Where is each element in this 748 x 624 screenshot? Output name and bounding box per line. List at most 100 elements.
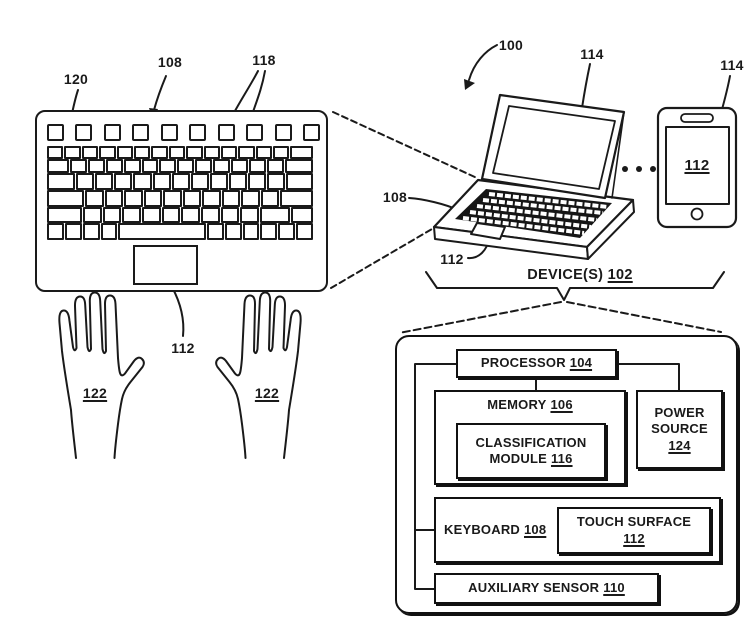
keyboard-key <box>76 173 95 190</box>
arrowhead-100 <box>464 79 475 90</box>
auxiliary-sensor-label: AUXILIARY SENSOR <box>468 580 600 596</box>
keyboard-key <box>248 173 267 190</box>
keyboard-key <box>220 207 240 223</box>
laptop-trackpad <box>470 222 506 240</box>
keyboard-key <box>64 223 82 240</box>
keyboard-key <box>47 223 64 240</box>
keyboard-key <box>284 159 313 173</box>
keyboard-key <box>81 146 99 159</box>
devices-label-text: DEVICE(S) <box>527 267 604 283</box>
block-touch-surface: TOUCH SURFACE 112 <box>557 507 711 554</box>
function-key <box>302 124 320 141</box>
keyboard-key <box>238 146 255 159</box>
keyboard-key <box>220 146 238 159</box>
laptop-key-row <box>469 210 592 229</box>
keyboard-key <box>102 207 122 223</box>
keyboard-key <box>278 223 296 240</box>
keyboard-key <box>100 223 118 240</box>
function-key <box>274 124 292 141</box>
keyboard-key <box>47 207 82 223</box>
keyboard-key <box>267 173 286 190</box>
leader-114-laptop <box>581 63 591 109</box>
keyboard-key <box>122 207 141 223</box>
keyboard-key <box>177 159 195 173</box>
keyboard-function-row <box>47 124 320 141</box>
keyboard-key <box>95 173 114 190</box>
phone-home-button <box>690 207 704 221</box>
keyboard-row <box>47 159 313 173</box>
keyboard-key <box>229 173 248 190</box>
keyboard-key <box>171 173 190 190</box>
function-key <box>217 124 235 141</box>
keyboard-key <box>296 223 313 240</box>
keyboard-key <box>181 207 200 223</box>
keyboard-key <box>159 159 177 173</box>
keyboard-key <box>190 173 209 190</box>
keyboard-key <box>182 190 202 207</box>
function-key <box>246 124 264 141</box>
laptop-lid-edge <box>611 111 625 199</box>
keyboard-key <box>104 190 124 207</box>
keyboard-key <box>161 207 181 223</box>
function-key <box>103 124 121 141</box>
keyboard-key <box>202 190 221 207</box>
keyboard-row <box>47 207 314 223</box>
keyboard-row <box>47 223 313 240</box>
keyboard-key <box>248 159 266 173</box>
touch-surface-line1: TOUCH SURFACE <box>576 514 692 530</box>
leader-112-keyboard <box>171 286 185 337</box>
label-114-phone: 114 <box>720 57 744 73</box>
hand-right-drawing <box>215 291 302 459</box>
ellipsis-dot <box>650 166 656 172</box>
keyboard-key <box>266 159 284 173</box>
keyboard-key <box>141 159 159 173</box>
device-block-outer-box <box>395 335 738 614</box>
keyboard-key <box>82 207 102 223</box>
power-line1: POWER <box>654 405 705 421</box>
processor-ref: 104 <box>569 355 593 371</box>
auxiliary-sensor-ref: 110 <box>603 580 625 596</box>
dashed-callout-bottom <box>330 228 433 289</box>
keyboard-key <box>260 223 278 240</box>
dashed-callout-top <box>332 111 478 179</box>
keyboard-key <box>230 159 248 173</box>
keyboard-key <box>203 146 220 159</box>
keyboard-key <box>99 146 116 159</box>
keyboard-key <box>279 190 313 207</box>
keyboard-key <box>47 146 64 159</box>
label-122-right-hand: 122 <box>254 385 280 401</box>
keyboard-key <box>152 173 171 190</box>
connector-bus <box>414 363 457 590</box>
keyboard-row <box>47 173 313 190</box>
keyboard-key <box>141 207 161 223</box>
label-122-left-hand: 122 <box>82 385 108 401</box>
label-100: 100 <box>498 37 524 53</box>
keyboard-main-keys <box>47 146 314 240</box>
keyboard-key <box>291 207 314 223</box>
dashed-brace-left <box>398 301 562 334</box>
label-112-phone-screen: 112 <box>684 157 710 174</box>
keyboard-key <box>82 223 100 240</box>
label-114-laptop: 114 <box>580 46 604 62</box>
keyboard-key <box>163 190 182 207</box>
keyboard-key <box>85 190 104 207</box>
function-key <box>160 124 178 141</box>
power-ref: 124 <box>668 437 691 453</box>
memory-label: MEMORY <box>487 397 547 412</box>
laptop-key-row <box>482 198 604 215</box>
keyboard-key <box>200 207 220 223</box>
function-key <box>47 124 64 141</box>
keyboard-label: KEYBOARD <box>444 521 520 537</box>
connector-processor-power <box>616 363 680 393</box>
keyboard-key <box>105 159 123 173</box>
block-power-source: POWER SOURCE 124 <box>636 390 723 469</box>
ellipsis-dot <box>622 166 628 172</box>
keyboard-key <box>168 146 186 159</box>
keyboard-key <box>70 159 87 173</box>
label-120: 120 <box>63 71 89 87</box>
ellipsis-dot <box>636 166 642 172</box>
classification-line2: MODULE <box>489 451 547 466</box>
